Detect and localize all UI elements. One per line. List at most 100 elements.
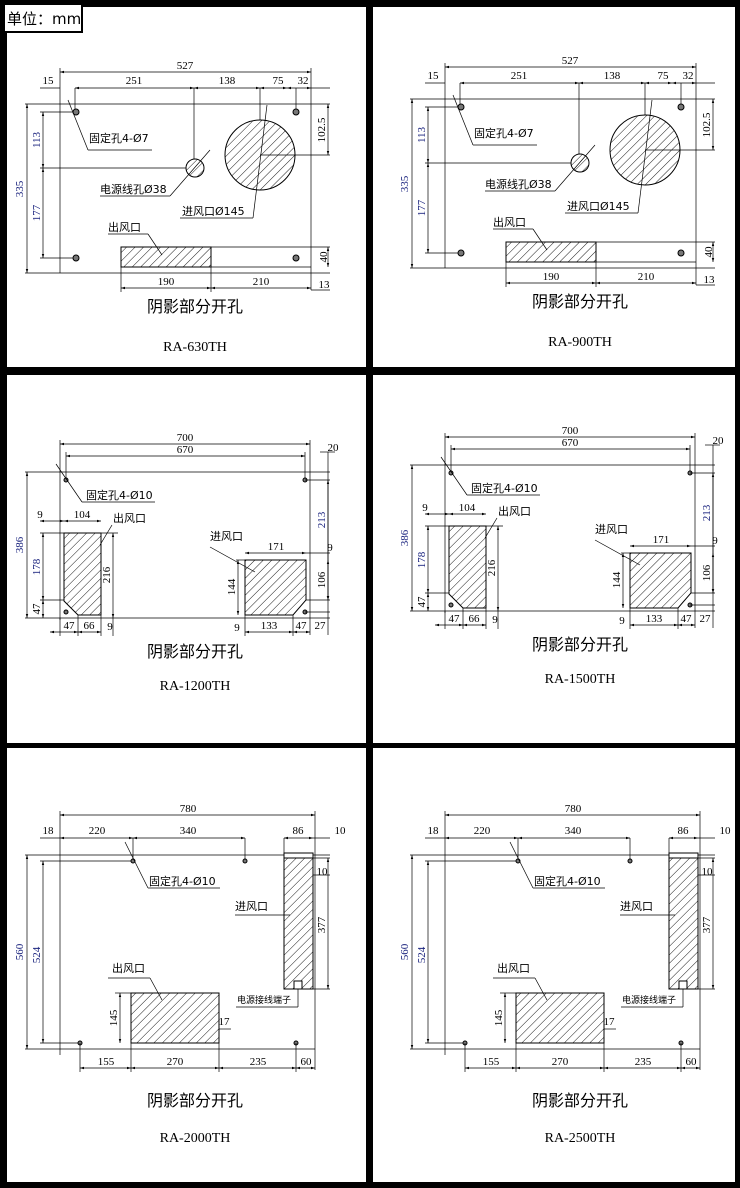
dimension-text: 13 [704,274,716,286]
dimension-text: 700 [177,432,194,444]
air-outlet-label: 出风口 [498,504,531,518]
dimension-text: 220 [474,825,491,837]
dimension-text: 27 [315,620,327,632]
drawing-line [55,463,83,503]
air-outlet-cutout [448,525,487,609]
dimension-text: 27 [700,613,712,625]
drawing-line [99,524,113,546]
panel-caption: 阴影部分开孔 [147,297,243,316]
dimension-text: 213 [316,511,328,528]
dimension-text: 216 [486,559,498,576]
dimension-text: 102.5 [701,112,713,137]
dimension-text: 47 [449,613,461,625]
drawing-line [554,144,596,192]
drawing-line [509,841,534,889]
model-name: RA-2500TH [545,1131,616,1146]
mounting-hole-icon [72,254,80,262]
dimension-text: 9 [107,621,113,633]
dimension-text: 60 [686,1056,698,1068]
dimension-text: 210 [253,276,270,288]
dimension-text: 235 [635,1056,652,1068]
mounting-hole-label: 固定孔4-Ø7 [474,126,534,140]
dimension-text: 700 [562,425,579,437]
air-inlet-label: 进风口Ø145 [567,200,630,213]
dimension-text: 18 [428,825,440,837]
mounting-hole-icon [677,103,685,111]
mounting-hole-icon [457,249,465,257]
inlet-top-strip [668,852,699,859]
dimension-text: 20 [713,435,725,447]
mounting-hole-label: 固定孔4-Ø10 [149,874,216,888]
dimension-text: 340 [180,825,197,837]
dimension-text: 9 [234,622,240,634]
dimension-text: 133 [646,613,663,625]
dimension-text: 75 [658,70,670,82]
dimension-text: 106 [316,571,328,588]
dimension-text: 20 [328,442,340,454]
dimension-text: 104 [459,502,476,514]
dimension-text: 235 [250,1056,267,1068]
panel-caption: 阴影部分开孔 [147,642,243,661]
panel-caption: 阴影部分开孔 [532,635,628,654]
dimension-text: 138 [604,70,621,82]
air-outlet-label: 出风口 [497,961,530,975]
dimension-text: 9 [712,535,718,547]
dimension-text: 9 [37,509,43,521]
power-terminal-label: 电源接线端子 [237,994,291,1006]
model-name: RA-630TH [163,340,227,355]
dimension-text: 527 [562,55,579,67]
dimension-text: 144 [611,571,623,588]
dimension-text: 40 [703,246,715,258]
air-outlet-cutout [505,241,597,263]
dimension-text: 524 [31,946,43,963]
dimension-text: 524 [416,946,428,963]
dimension-text: 47 [416,596,428,608]
dimension-text: 10 [702,866,714,878]
dimension-text: 216 [101,566,113,583]
dimension-text: 780 [180,803,197,815]
drawing-line [149,977,163,1001]
dimension-text: 335 [399,175,411,192]
drawing-line [67,99,89,151]
drawing-line [534,977,548,1001]
model-name: RA-2000TH [160,1131,231,1146]
dimension-text: 178 [416,551,428,568]
air-inlet-label: 进风口 [595,523,628,536]
dimension-text: 386 [14,536,26,553]
dimension-text: 251 [126,75,143,87]
dimension-text: 155 [98,1056,115,1068]
dimension-text: 15 [43,75,55,87]
dimension-text: 251 [511,70,528,82]
dimension-text: 560 [14,943,26,960]
dimension-text: 560 [399,943,411,960]
power-terminal-label: 电源接线端子 [622,994,676,1006]
dimension-text: 155 [483,1056,500,1068]
air-outlet-cutout [120,246,212,268]
mounting-hole-icon [677,249,685,257]
dimension-text: 9 [619,615,625,627]
air-inlet-label: 进风口 [620,900,653,913]
dimension-text: 138 [219,75,236,87]
dimension-text: 670 [562,437,579,449]
air-outlet-cutout [515,992,605,1044]
air-inlet-label: 进风口 [210,530,243,543]
drawing-line [532,228,548,251]
dimension-text: 113 [31,131,43,148]
dimension-text: 335 [14,180,26,197]
model-name: RA-1500TH [545,672,616,687]
dimension-text: 113 [416,126,428,143]
mounting-hole-icon [242,858,248,864]
drawing-line [594,539,641,566]
dimension-text: 386 [399,529,411,546]
mounting-hole-label: 固定孔4-Ø10 [471,481,538,495]
dimension-text: 47 [31,603,43,615]
